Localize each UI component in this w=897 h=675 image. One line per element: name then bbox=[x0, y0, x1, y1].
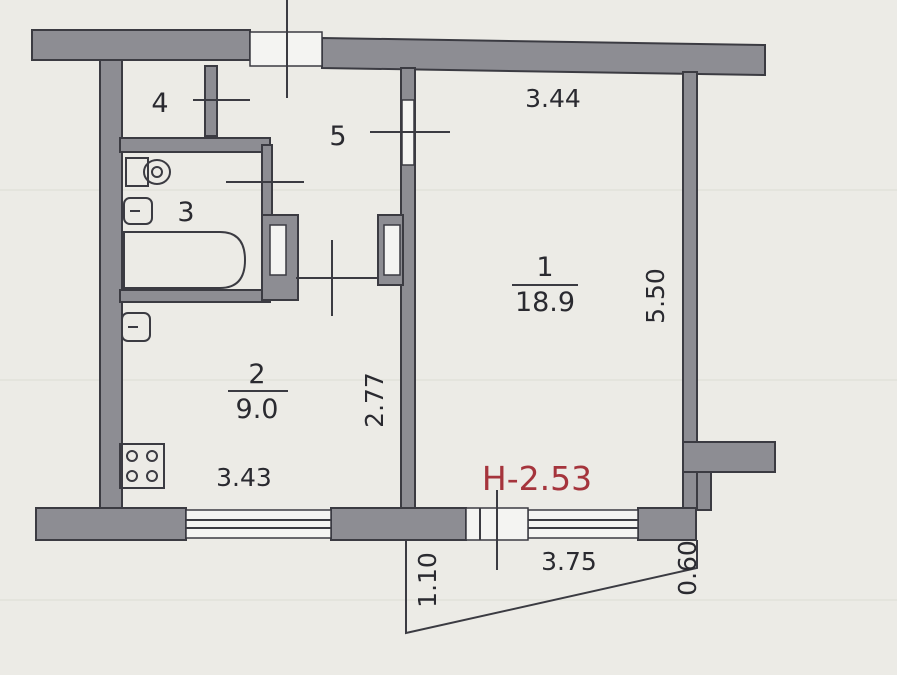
room1-width-dim: 3.44 bbox=[525, 84, 581, 113]
dimension-labels: 3.44 5.50 3.43 2.77 3.75 1.10 0.60 bbox=[216, 84, 702, 608]
balcony-length-dim: 3.75 bbox=[541, 547, 597, 576]
door-jamb-right bbox=[383, 224, 401, 276]
room-window bbox=[527, 509, 639, 539]
bottom-wall-mid bbox=[330, 507, 467, 541]
balcony-ledge-lower bbox=[696, 471, 712, 511]
balcony-left-depth-dim: 1.10 bbox=[413, 552, 442, 608]
balcony-right-depth-dim: 0.60 bbox=[673, 540, 702, 596]
bath-bottom-wall bbox=[119, 289, 271, 303]
sink-icon bbox=[123, 197, 153, 225]
top-wall-right bbox=[321, 36, 766, 77]
room-4-number: 4 bbox=[151, 88, 168, 119]
room-1-number: 1 bbox=[536, 252, 553, 283]
ceiling-height-label: H-2.53 bbox=[482, 459, 592, 498]
room-1-area: 18.9 bbox=[515, 287, 575, 318]
top-wall bbox=[31, 29, 251, 61]
partition-room1 bbox=[400, 67, 416, 509]
bathtub-icon bbox=[123, 231, 247, 289]
toilet-icon bbox=[125, 157, 171, 187]
paper-grid bbox=[0, 189, 897, 601]
bath-top-wall bbox=[119, 137, 271, 153]
room1-length-dim: 5.50 bbox=[641, 268, 670, 324]
kitchen-window bbox=[185, 509, 332, 539]
room-2-area: 9.0 bbox=[236, 394, 279, 425]
kitchen-length-dim: 2.77 bbox=[360, 372, 389, 428]
room-3-number: 3 bbox=[177, 197, 194, 228]
balcony-ledge bbox=[682, 441, 776, 473]
balcony-outline bbox=[405, 540, 698, 635]
kitchen-fixtures bbox=[119, 312, 165, 489]
kitchen-width-dim: 3.43 bbox=[216, 463, 272, 492]
interior-walls bbox=[119, 65, 416, 509]
stove-icon bbox=[119, 443, 165, 489]
room-2-number: 2 bbox=[248, 359, 265, 390]
bath-right-wall bbox=[261, 144, 273, 216]
bathroom-fixtures bbox=[123, 157, 247, 289]
door-jamb-left bbox=[269, 224, 287, 276]
bottom-wall-left bbox=[35, 507, 187, 541]
room-5-number: 5 bbox=[329, 121, 346, 152]
room-labels: 1 18.9 2 9.0 3 4 5 bbox=[151, 88, 578, 425]
bottom-wall-right bbox=[637, 507, 697, 541]
kitchen-sink-icon bbox=[121, 312, 151, 342]
door-markers bbox=[193, 0, 498, 570]
left-wall bbox=[99, 59, 123, 509]
